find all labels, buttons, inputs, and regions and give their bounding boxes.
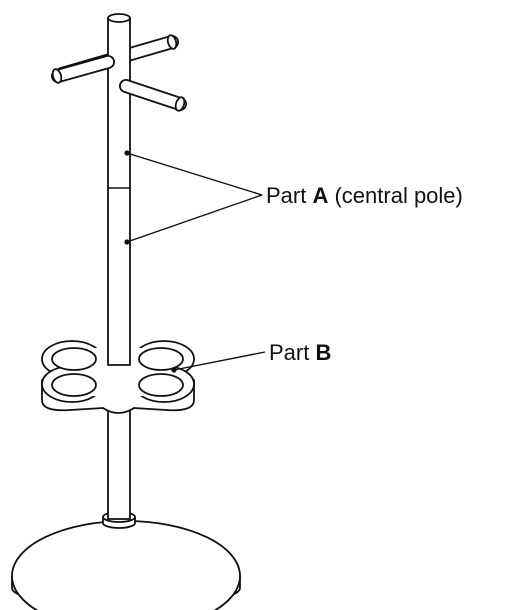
label-part-b: Part B bbox=[269, 340, 331, 365]
central-pole bbox=[107, 13, 131, 366]
umbrella-tray bbox=[41, 340, 195, 414]
front-hook-left bbox=[51, 55, 115, 84]
label-part-a: Part A (central pole) bbox=[266, 183, 463, 208]
leader-line-b bbox=[173, 351, 266, 371]
leader-line-a-upper bbox=[126, 152, 263, 196]
leader-line-a-lower bbox=[126, 194, 263, 243]
leader-lines bbox=[124, 150, 266, 373]
front-hook-right bbox=[119, 79, 187, 112]
base bbox=[11, 520, 241, 610]
lower-pole bbox=[107, 404, 131, 520]
tray-hole bbox=[51, 373, 97, 397]
tray-hole bbox=[138, 347, 184, 371]
tray-hole bbox=[138, 373, 184, 397]
tray-hole bbox=[51, 347, 97, 371]
